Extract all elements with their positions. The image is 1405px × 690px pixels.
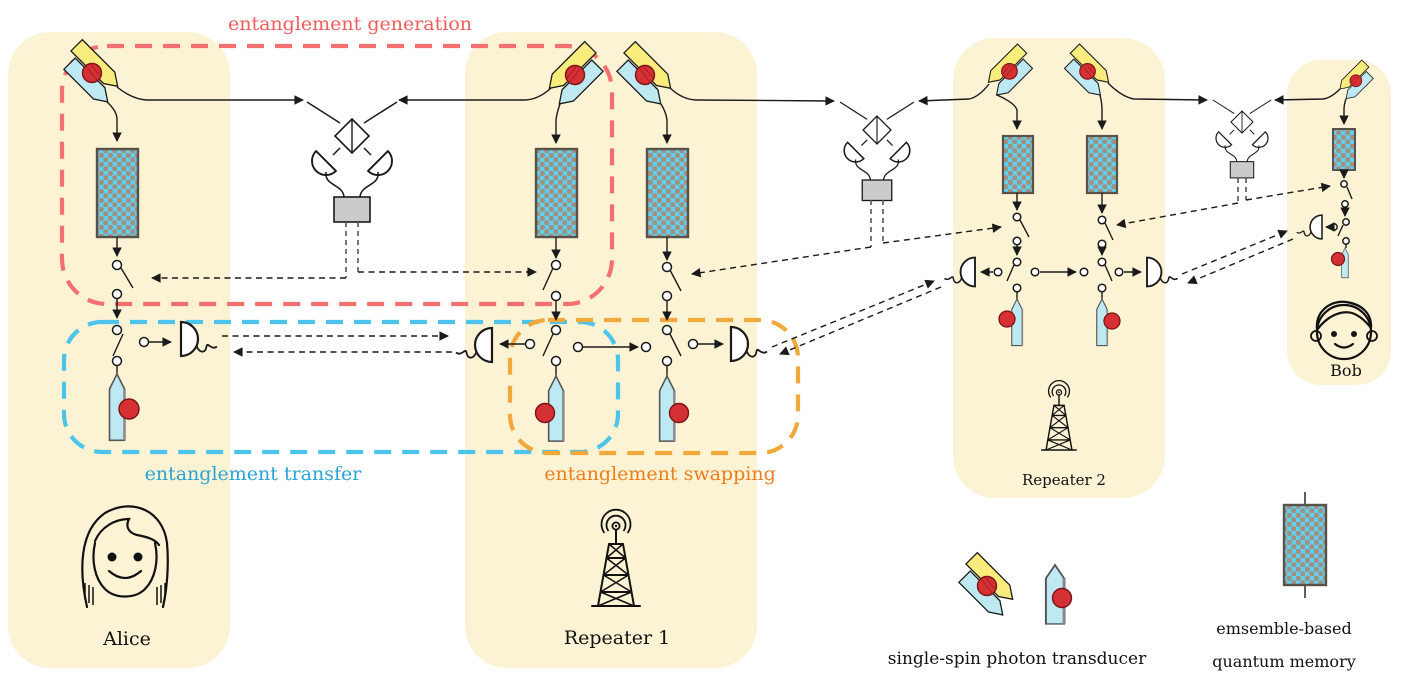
bob-quantum-memory-icon (1332, 128, 1356, 171)
bsm-station-3 (1116, 100, 1331, 229)
entanglement-swapping-label: entanglement swapping (544, 463, 775, 485)
bob-spin-dot (1330, 251, 1346, 267)
alice-node-region (8, 32, 230, 668)
bsm-station-1 (151, 102, 537, 283)
bob-hardware (1296, 59, 1378, 279)
bob-label: Bob (1330, 361, 1362, 380)
repeater1-right-switch-1 (661, 261, 682, 302)
repeater2-memory-right-icon (1085, 134, 1119, 195)
repeater2-right-spin-dot (1103, 312, 1121, 330)
entanglement-transfer-box (61, 319, 621, 455)
repeater2-right-switch-2 (1079, 257, 1124, 293)
entanglement-generation-label: entanglement generation (228, 13, 472, 35)
repeater1-label: Repeater 1 (564, 627, 670, 649)
legend-quantum-memory-icon (1282, 503, 1328, 587)
repeater2-hardware (943, 43, 1179, 347)
bob-switch-1 (1340, 180, 1353, 208)
entanglement-swapping-box (507, 317, 801, 456)
repeater2-label: Repeater 2 (1022, 471, 1106, 489)
repeater1-right-switch-2 (640, 324, 699, 367)
entanglement-transfer-label: entanglement transfer (145, 463, 363, 485)
repeater2-node-region (953, 38, 1165, 498)
repeater2-left-switch-1 (1012, 212, 1030, 246)
alice-optical-switch-2 (111, 324, 150, 367)
alice-hardware (57, 38, 219, 442)
bob-avatar (1310, 300, 1378, 361)
repeater1-hardware (454, 40, 769, 443)
repeater2-memory-left-icon (1001, 134, 1035, 195)
legend (952, 492, 1328, 626)
entanglement-generation-box (59, 43, 615, 307)
repeater1-left-spin-dot (534, 402, 556, 424)
classical-feedback-links (222, 229, 1294, 357)
repeater1-left-switch-2 (524, 324, 584, 367)
legend-memory-label-line2: quantum memory (1212, 652, 1356, 671)
legend-memory-label-line1: emsemble-based (1216, 619, 1351, 638)
photon-fibre-links (116, 82, 1341, 106)
legend-spin-dot (1051, 587, 1073, 609)
bob-node-region (1287, 60, 1391, 385)
repeater1-right-spin-dot (668, 402, 690, 424)
legend-transducer-icon (952, 551, 1022, 622)
repeater1-memory-left-icon (534, 147, 579, 239)
repeater2-left-switch-2 (993, 257, 1040, 293)
alice-quantum-memory-icon (95, 147, 140, 239)
repeater1-memory-right-icon (645, 147, 690, 239)
alice-avatar (81, 505, 169, 609)
legend-transducer-label: single-spin photon transducer (888, 649, 1147, 669)
repeater2-left-spin-dot (998, 310, 1016, 328)
alice-spin-dot (118, 398, 140, 420)
alice-label: Alice (102, 628, 151, 650)
bsm-station-2 (691, 102, 1002, 278)
